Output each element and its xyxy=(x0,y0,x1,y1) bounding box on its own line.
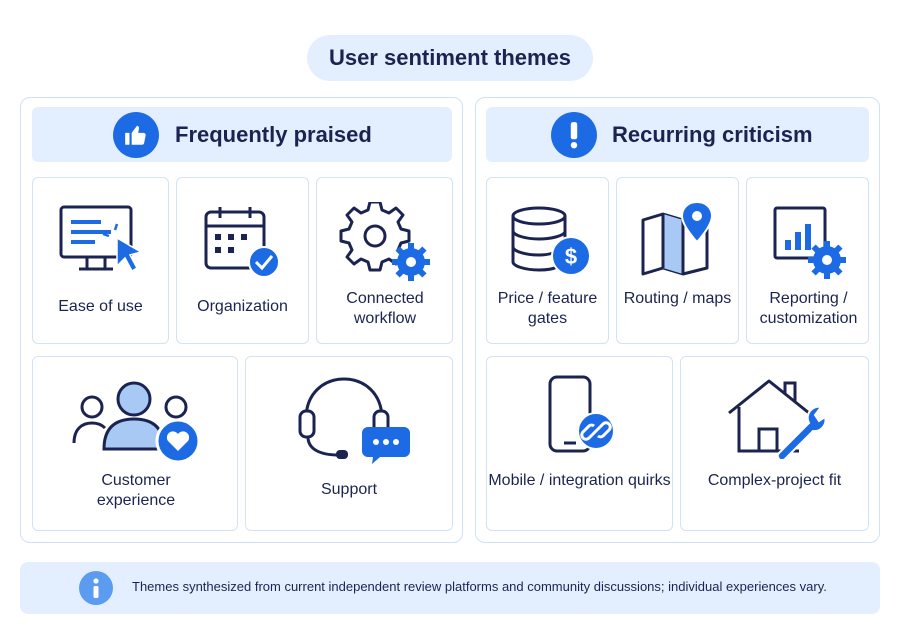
praised-header: Frequently praised xyxy=(32,107,452,162)
card-label: Mobile / integration quirks xyxy=(488,472,671,489)
card-label: Organization xyxy=(197,298,288,315)
card-label: Routing / maps xyxy=(623,290,732,307)
card-label: Support xyxy=(320,481,378,498)
praised-card-support: Support xyxy=(245,356,453,531)
svg-text:$: $ xyxy=(565,244,577,269)
footer-note-bar: Themes synthesized from current independ… xyxy=(20,562,880,614)
calendar-check-icon xyxy=(204,207,280,278)
chart-gear-icon xyxy=(773,206,846,279)
people-heart-icon xyxy=(72,381,201,464)
praised-panel: Frequently praised Ease of use xyxy=(20,97,463,543)
criticism-card-complex-project: Complex-project fit xyxy=(680,356,869,531)
exclamation-icon xyxy=(551,112,597,158)
criticism-panel: Recurring criticism $ Price / feature ga… xyxy=(475,97,880,543)
phone-link-icon xyxy=(548,375,615,453)
card-label: Connected workflow xyxy=(346,290,424,327)
praised-card-customer-experience: Customer experience xyxy=(32,356,238,531)
footer-note: Themes synthesized from current independ… xyxy=(132,579,827,594)
page-title: User sentiment themes xyxy=(307,35,593,81)
criticism-card-routing: Routing / maps xyxy=(616,177,739,344)
card-label: Customer experience xyxy=(96,472,176,509)
criticism-card-price: $ Price / feature gates xyxy=(486,177,609,344)
card-label: Complex-project fit xyxy=(707,472,842,489)
criticism-card-reporting: Reporting / customization xyxy=(746,177,869,344)
praised-heading: Frequently praised xyxy=(175,121,372,147)
praised-card-organization: Organization xyxy=(176,177,309,344)
info-icon xyxy=(79,571,113,605)
gears-icon xyxy=(339,202,430,281)
praised-card-connected-workflow: Connected workflow xyxy=(316,177,453,344)
card-label: Price / feature gates xyxy=(497,290,598,327)
thumbs-up-icon xyxy=(113,112,159,158)
monitor-cursor-icon xyxy=(59,205,143,273)
criticism-header: Recurring criticism xyxy=(486,107,869,162)
house-wrench-icon xyxy=(728,379,827,459)
card-label: Reporting / customization xyxy=(759,290,858,327)
card-label: Ease of use xyxy=(58,298,143,315)
praised-card-ease-of-use: Ease of use xyxy=(32,177,169,344)
headset-chat-icon xyxy=(298,377,410,464)
criticism-heading: Recurring criticism xyxy=(612,121,813,147)
database-dollar-icon: $ xyxy=(511,206,591,276)
criticism-card-mobile: Mobile / integration quirks xyxy=(486,356,673,531)
map-pin-icon xyxy=(641,200,714,276)
